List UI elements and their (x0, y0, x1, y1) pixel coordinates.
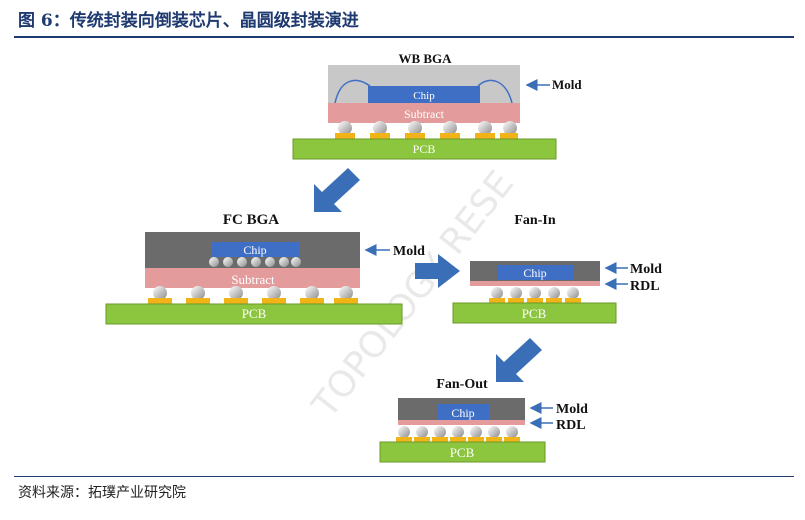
fc-bga-pads (148, 298, 358, 304)
fan-in-title: Fan-In (514, 213, 555, 228)
fan-out-chip (437, 404, 489, 420)
fc-bga-substrate-label: Subtract (231, 272, 275, 287)
source-note: 资料来源：拓璞产业研究院 (18, 485, 186, 501)
fan-out-pcb-label: PCB (450, 445, 475, 460)
fc-bga-pcb (105, 303, 403, 325)
wb-bga-package: WB BGA Chip Subtract PCB Mold (292, 51, 582, 160)
fan-out-pads (396, 437, 520, 442)
fan-in-package: Fan-In Chip PCB Mold RDL (452, 213, 662, 324)
fan-in-pcb-label: PCB (522, 306, 547, 321)
fc-bga-chip-label: Chip (243, 243, 266, 257)
fan-out-title: Fan-Out (436, 377, 488, 392)
fan-in-rdl-label: RDL (630, 279, 660, 294)
wb-bga-chip (368, 86, 480, 103)
fan-out-chip-label: Chip (451, 406, 474, 420)
wb-bga-title: WB BGA (398, 51, 452, 66)
arrow-wb-to-fc (314, 168, 360, 212)
fan-in-mold-label: Mold (630, 262, 662, 277)
wb-bga-wire-right (477, 79, 513, 104)
fc-bga-mold-label: Mold (393, 244, 425, 259)
fc-bga-pcb-label: PCB (242, 306, 267, 321)
wb-bga-substrate-label: Subtract (404, 107, 445, 121)
fan-out-balls (398, 426, 518, 438)
bottom-rule (14, 476, 794, 477)
fc-bga-chip (211, 242, 299, 257)
wb-bga-wire-left (334, 79, 371, 104)
svg-text:TOPOLOGY RESE: TOPOLOGY RESE (304, 164, 522, 427)
wb-bga-substrate (328, 103, 520, 123)
wb-bga-balls (338, 121, 517, 135)
fan-out-package: Fan-Out Chip PCB Mold RDL (379, 377, 588, 463)
fan-in-pads (489, 298, 581, 303)
fan-out-rdl-label: RDL (556, 418, 586, 433)
fc-bga-bumps (209, 257, 301, 267)
fan-out-rdl (398, 420, 525, 425)
fan-out-mold-label: Mold (556, 402, 588, 417)
fan-in-chip-label: Chip (523, 266, 546, 280)
fc-bga-substrate (145, 268, 360, 288)
fan-in-balls (491, 287, 579, 299)
top-rule (14, 36, 794, 38)
wb-bga-pcb (292, 138, 557, 160)
wb-bga-pcb-label: PCB (413, 142, 436, 156)
fc-bga-balls (153, 286, 353, 300)
fc-bga-package: FC BGA Chip Subtract PCB Mold (105, 212, 425, 325)
wb-bga-chip-label: Chip (413, 90, 435, 102)
watermark: TOPOLOGY RESE (304, 164, 522, 427)
fan-in-rdl (470, 281, 600, 286)
fan-in-chip (497, 265, 574, 280)
wb-bga-mold-label: Mold (552, 77, 582, 92)
arrow-fanin-to-fanout (496, 338, 542, 382)
wb-bga-pads (335, 133, 518, 139)
fan-in-pcb (452, 302, 617, 324)
arrow-fc-to-fanin (415, 254, 460, 288)
fc-bga-title: FC BGA (223, 212, 279, 228)
fan-out-pcb (379, 441, 546, 463)
figure-title: 图 6：传统封装向倒装芯片、晶圆级封装演进 (18, 11, 359, 31)
